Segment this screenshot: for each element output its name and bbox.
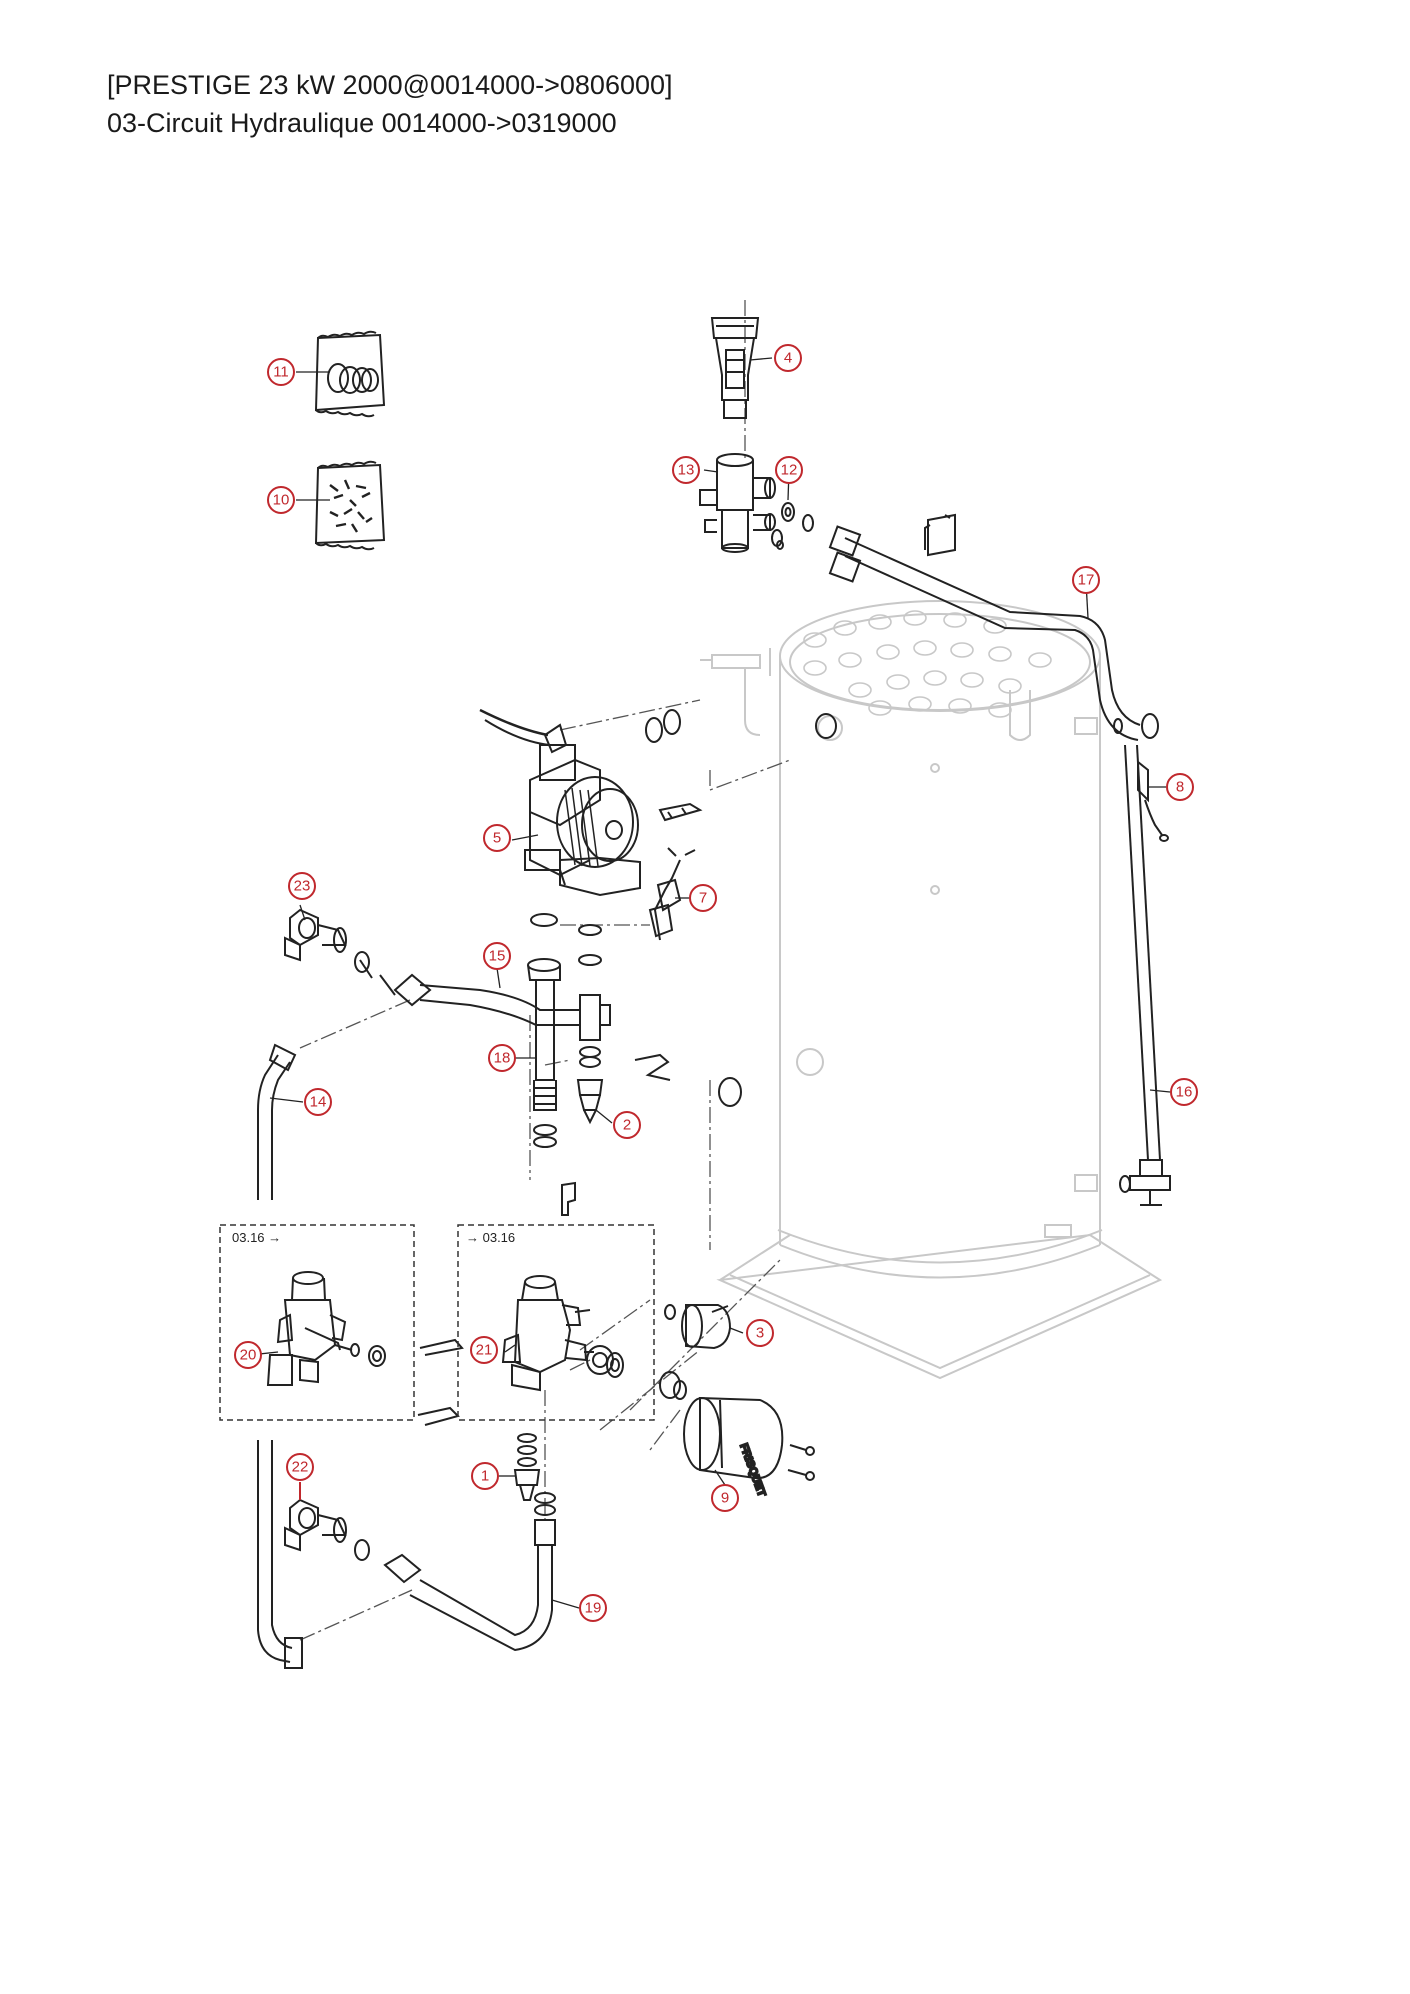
inset-label-left: 03.16 → [232, 1230, 281, 1245]
bypass-tube [527, 958, 561, 1111]
callout-21: 21 [470, 1336, 498, 1364]
svg-text:21: 21 [476, 1342, 493, 1359]
gasket-kit-bag [314, 460, 386, 551]
svg-text:9: 9 [721, 1490, 729, 1507]
pump-clip [658, 802, 703, 822]
inset-box-right [457, 1224, 655, 1421]
drain-valve [576, 1046, 604, 1125]
assembly-leader-lines [299, 300, 791, 1641]
callout-1: 1 [471, 1462, 499, 1490]
isolating-valve-top [284, 908, 347, 962]
document-title: [PRESTIGE 23 kW 2000@0014000->0806000] [107, 70, 673, 100]
svg-text:17: 17 [1078, 572, 1095, 589]
svg-text:12: 12 [781, 462, 798, 479]
callout-8: 8 [1166, 773, 1194, 801]
return-pipe [354, 951, 611, 1041]
callout-16: 16 [1170, 1078, 1198, 1106]
check-valve-insert [771, 502, 814, 550]
outlet-pipe [354, 1519, 556, 1652]
hydraulic-block-variant [266, 1271, 386, 1386]
svg-text:7: 7 [699, 890, 707, 907]
air-vent-cartridge [710, 317, 760, 419]
callout-20: 20 [234, 1341, 262, 1369]
block-accessories [586, 1345, 624, 1378]
pump-o-rings [645, 709, 837, 743]
callout-4: 4 [774, 344, 802, 372]
temperature-sensor [1137, 759, 1169, 842]
hydraulic-block [501, 1275, 594, 1392]
circulator-pump [479, 708, 641, 897]
isolating-valve-bottom [284, 1498, 347, 1552]
pressure-sensor [664, 1304, 732, 1350]
svg-text:8: 8 [1176, 779, 1184, 796]
long-connection-pipe [1119, 744, 1171, 1206]
callout-3: 3 [746, 1319, 774, 1347]
svg-text:4: 4 [784, 350, 792, 367]
callout-10: 10 [267, 486, 295, 514]
hot-water-tank-ghost [700, 600, 1163, 1380]
callout-12: 12 [775, 456, 803, 484]
svg-text:2: 2 [623, 1117, 631, 1134]
pipe-clip [924, 513, 956, 557]
svg-text:1: 1 [481, 1468, 489, 1485]
o-ring-kit-bag [314, 330, 386, 418]
callout-11: 11 [267, 358, 295, 386]
callout-18: 18 [488, 1044, 516, 1072]
svg-text:11: 11 [273, 364, 289, 381]
svg-text:22: 22 [292, 1459, 309, 1476]
upper-connection-pipe [828, 525, 1159, 741]
document-subtitle: 03-Circuit Hydraulique 0014000->0319000 [107, 108, 617, 138]
left-bent-pipe [257, 1043, 303, 1669]
brand-label: FRISQUET [737, 1442, 767, 1499]
filter-cartridge [513, 1433, 541, 1501]
svg-text:15: 15 [489, 948, 506, 965]
callout-15: 15 [483, 942, 511, 970]
svg-text:19: 19 [585, 1600, 602, 1617]
callout-13: 13 [672, 456, 700, 484]
callout-23: 23 [288, 872, 316, 900]
callout-7: 7 [689, 884, 717, 912]
callout-14: 14 [304, 1088, 332, 1116]
o-rings-column [530, 913, 742, 1148]
svg-text:18: 18 [494, 1050, 511, 1067]
callout-2: 2 [613, 1111, 641, 1139]
callout-9: 9 [711, 1484, 739, 1512]
svg-text:5: 5 [493, 830, 501, 847]
callout-19: 19 [579, 1594, 607, 1622]
svg-text:16: 16 [1176, 1084, 1193, 1101]
svg-text:13: 13 [678, 462, 695, 479]
lower-o-rings [534, 1492, 556, 1516]
inset-box-left [219, 1224, 415, 1421]
svg-text:3: 3 [756, 1325, 764, 1342]
svg-text:14: 14 [310, 1094, 327, 1111]
inset-label-right: → 03.16 [466, 1230, 515, 1245]
callout-5: 5 [483, 824, 511, 852]
safety-valve-body [699, 453, 776, 553]
header: [PRESTIGE 23 kW 2000@0014000->0806000] 0… [107, 66, 673, 142]
svg-text:10: 10 [273, 492, 290, 509]
pressure-switch [648, 847, 696, 941]
callout-17: 17 [1072, 566, 1100, 594]
svg-text:23: 23 [294, 878, 311, 895]
svg-text:20: 20 [240, 1347, 257, 1364]
callout-22: 22 [286, 1453, 314, 1481]
diverter-valve-motor: FRISQUET [659, 1371, 815, 1500]
